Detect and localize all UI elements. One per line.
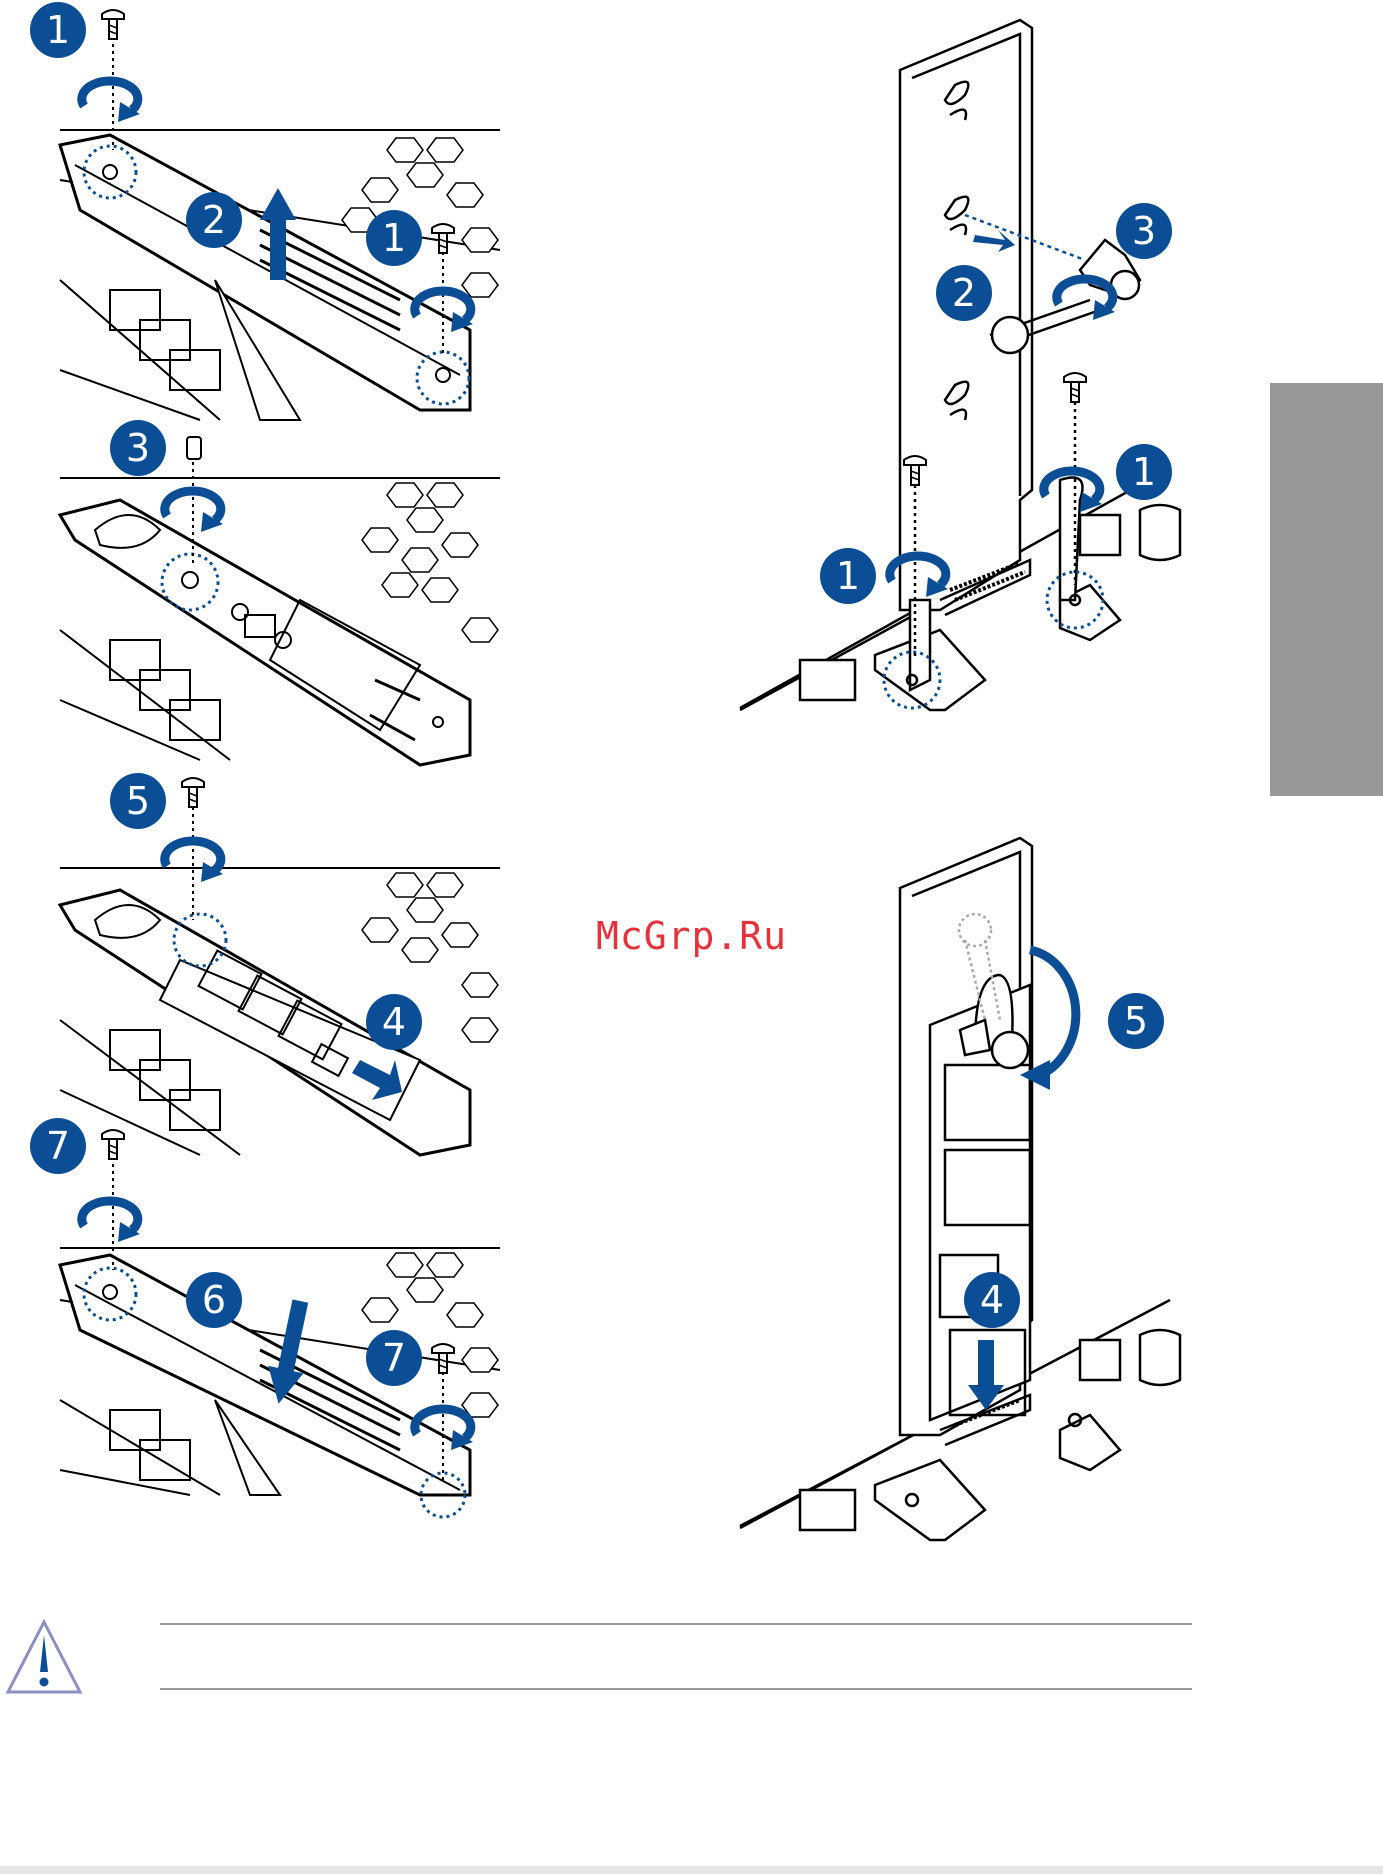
step-badge: 1	[1116, 444, 1172, 500]
panel-vertical-bracket	[740, 20, 1180, 710]
screw-icon	[1064, 373, 1086, 402]
screw-icon	[102, 1130, 124, 1159]
step-badge: 3	[110, 420, 166, 476]
note-bottom-rule	[160, 1688, 1192, 1690]
rotate-arrow-icon	[82, 1201, 140, 1242]
screw-icon	[432, 1344, 454, 1373]
step-badge: 4	[964, 1272, 1020, 1328]
step-badge: 6	[186, 1272, 242, 1328]
panel-bracket-m2-installed	[740, 838, 1180, 1540]
screw-icon	[432, 224, 454, 253]
step-badge: 4	[366, 994, 422, 1050]
step-badge: 1	[820, 548, 876, 604]
warning-triangle-icon	[8, 1622, 80, 1692]
step-badge: 7	[30, 1118, 86, 1174]
step-badge: 7	[366, 1330, 422, 1386]
note-top-rule	[160, 1623, 1192, 1625]
step-badge: 5	[110, 773, 166, 829]
step-badge: 3	[1116, 203, 1172, 259]
step-badge: 2	[936, 265, 992, 321]
step-badge: 1	[366, 210, 422, 266]
rotate-arrow-icon	[82, 81, 140, 122]
watermark: McGrp.Ru	[596, 914, 787, 958]
panel-insert-m2	[60, 800, 500, 1155]
chapter-side-tab	[1270, 383, 1383, 796]
panel-install-standoff	[60, 437, 500, 765]
footer-bar	[0, 1866, 1383, 1874]
screw-icon	[102, 10, 124, 39]
step-badge: 2	[186, 192, 242, 248]
rotate-arrow-icon	[165, 841, 223, 882]
step-badge: 1	[30, 2, 86, 58]
screw-icon	[182, 778, 204, 807]
step-badge: 5	[1108, 993, 1164, 1049]
